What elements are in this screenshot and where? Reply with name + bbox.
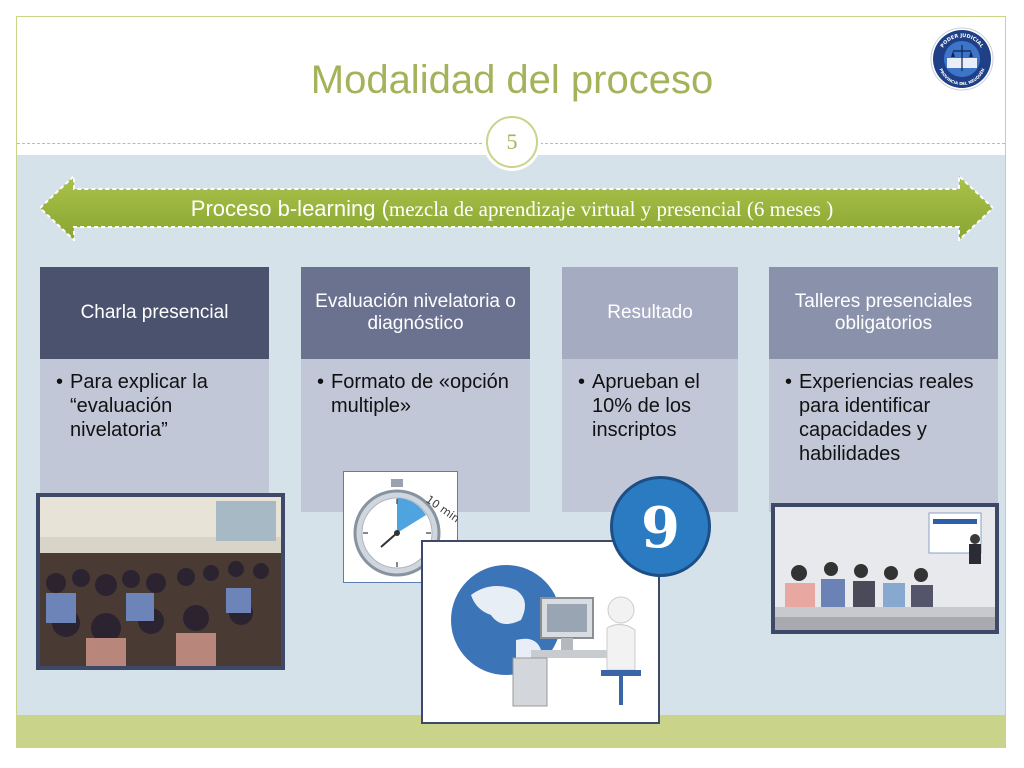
divider-right <box>540 143 1005 144</box>
number-badge-text: 9 <box>641 495 680 561</box>
page-number: 5 <box>486 116 538 168</box>
card-body: Experiencias reales para identificar cap… <box>769 370 998 466</box>
banner-text-main: Proceso b-learning ( <box>190 196 389 221</box>
divider-left <box>17 143 487 144</box>
card-body: Para explicar la “evaluación nivelatoria… <box>40 370 269 442</box>
double-arrow-banner <box>40 175 993 241</box>
card-bullet: Formato de «opción multiple» <box>317 370 518 418</box>
card-bullet: Experiencias reales para identificar cap… <box>785 370 986 466</box>
card-bullet: Aprueban el 10% de los inscriptos <box>578 370 726 442</box>
globe-computer-image <box>421 540 660 724</box>
workshop-photo <box>771 503 999 634</box>
judicial-seal-logo: PODER JUDICIAL PROVINCIA DEL NEUQUÉN <box>930 27 994 91</box>
card-bullet: Para explicar la “evaluación nivelatoria… <box>56 370 257 442</box>
slide-frame <box>16 16 1006 748</box>
card-header: Evaluación nivelatoria o diagnóstico <box>301 267 530 359</box>
banner-text-detail: mezcla de aprendizaje virtual y presenci… <box>388 197 834 221</box>
audience-photo <box>36 493 285 670</box>
card-header: Resultado <box>562 267 738 359</box>
card-charla-presencial: Charla presencial Para explicar la “eval… <box>40 267 269 512</box>
slide-title: Modalidad del proceso <box>310 58 714 102</box>
number-badge: 9 <box>610 476 711 577</box>
card-body: Aprueban el 10% de los inscriptos <box>562 370 738 442</box>
card-talleres-presenciales: Talleres presenciales obligatorios Exper… <box>769 267 998 512</box>
card-header: Talleres presenciales obligatorios <box>769 267 998 359</box>
banner-text: Proceso b-learning (mezcla de aprendizaj… <box>70 196 954 222</box>
card-header: Charla presencial <box>40 267 269 359</box>
card-resultado: Resultado Aprueban el 10% de los inscrip… <box>562 267 738 512</box>
card-body: Formato de «opción multiple» <box>301 370 530 418</box>
